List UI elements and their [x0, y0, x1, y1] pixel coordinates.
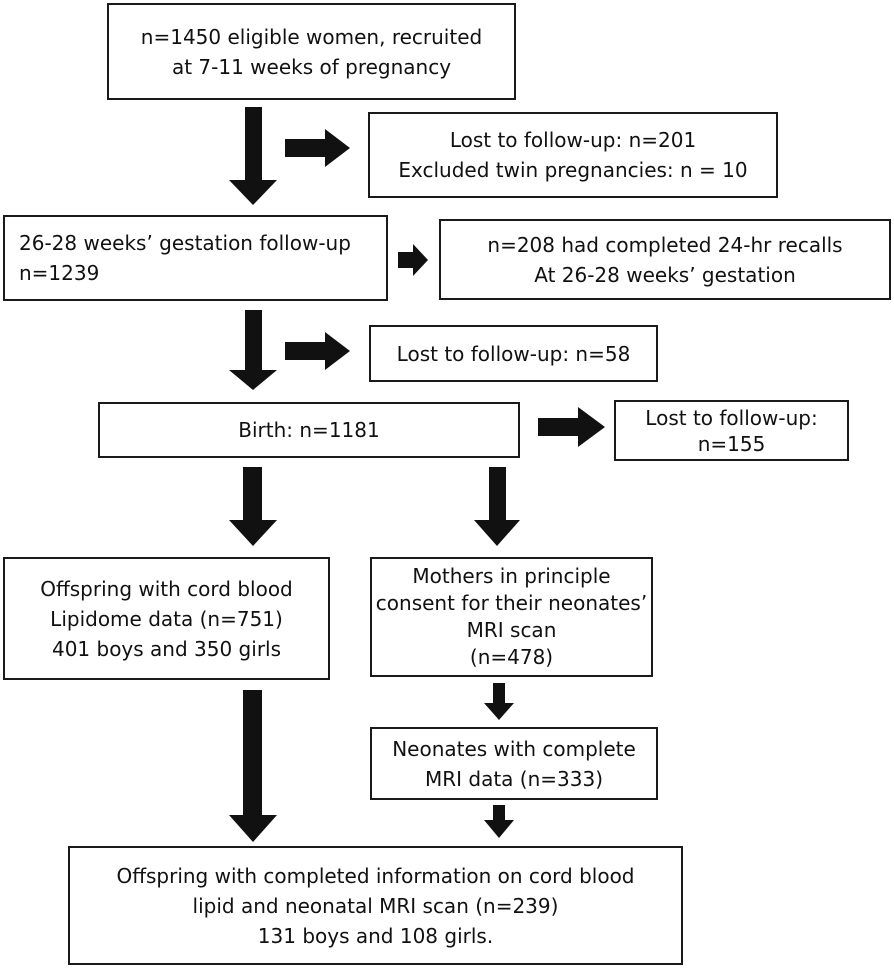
consent-line-3: MRI scan	[466, 618, 557, 642]
down-arrow-4	[474, 467, 520, 546]
down-arrow-5	[229, 690, 277, 842]
recalls-line-2: At 26-28 weeks’ gestation	[534, 262, 796, 287]
box-lost-2: Lost to follow-up: n=58	[369, 325, 658, 382]
lost3-line-1: Lost to follow-up:	[645, 405, 818, 430]
down-arrow-1	[229, 107, 277, 205]
box-lost-1: Lost to follow-up: n=201 Excluded twin p…	[368, 112, 778, 198]
recalls-line-1: n=208 had completed 24-hr recalls	[487, 232, 843, 257]
box-recalls: n=208 had completed 24-hr recalls At 26-…	[439, 219, 891, 300]
mri-line-1: Neonates with complete	[392, 736, 636, 761]
box-mri: Neonates with complete MRI data (n=333)	[370, 727, 658, 800]
right-arrow-2	[398, 244, 428, 276]
right-arrow-1	[285, 129, 350, 167]
lipidome-line-2: Lipidome data (n=751)	[50, 606, 283, 631]
consent-line-2: consent for their neonates’	[375, 591, 648, 615]
box-final: Offspring with completed information on …	[68, 846, 683, 965]
recruited-line-1: n=1450 eligible women, recruited	[140, 24, 483, 49]
lost1-line-1: Lost to follow-up: n=201	[449, 128, 697, 152]
lost1-line-2: Excluded twin pregnancies: n = 10	[398, 158, 748, 182]
down-arrow-3	[229, 467, 277, 546]
final-line-3: 131 boys and 108 girls.	[257, 923, 494, 948]
lost2-line-1: Lost to follow-up: n=58	[396, 341, 631, 366]
gestation-line-2: n=1239	[19, 261, 100, 285]
right-arrow-4	[538, 407, 605, 447]
lost3-line-2: n=155	[697, 431, 766, 456]
box-recruited: n=1450 eligible women, recruited at 7-11…	[107, 3, 516, 100]
consent-line-4: (n=478)	[469, 645, 554, 669]
down-arrow-7	[484, 805, 514, 838]
box-birth: Birth: n=1181	[98, 402, 520, 458]
right-arrow-3	[285, 332, 350, 370]
birth-line-1: Birth: n=1181	[238, 418, 380, 442]
box-lipidome: Offspring with cord blood Lipidome data …	[3, 557, 330, 680]
down-arrow-6	[484, 683, 514, 720]
final-line-1: Offspring with completed information on …	[116, 863, 635, 888]
lipidome-line-3: 401 boys and 350 girls	[51, 636, 282, 661]
consent-line-1: Mothers in principle	[412, 564, 611, 588]
down-arrow-2	[229, 310, 277, 390]
lipidome-line-1: Offspring with cord blood	[40, 576, 293, 601]
recruited-line-2: at 7-11 weeks of pregnancy	[171, 54, 452, 79]
box-gestation: 26-28 weeks’ gestation follow-up n=1239	[3, 215, 388, 301]
gestation-line-1: 26-28 weeks’ gestation follow-up	[19, 231, 351, 255]
final-line-2: lipid and neonatal MRI scan (n=239)	[192, 893, 559, 918]
box-consent: Mothers in principle consent for their n…	[370, 557, 653, 677]
box-lost-3: Lost to follow-up: n=155	[614, 400, 849, 461]
mri-line-2: MRI data (n=333)	[424, 766, 604, 791]
